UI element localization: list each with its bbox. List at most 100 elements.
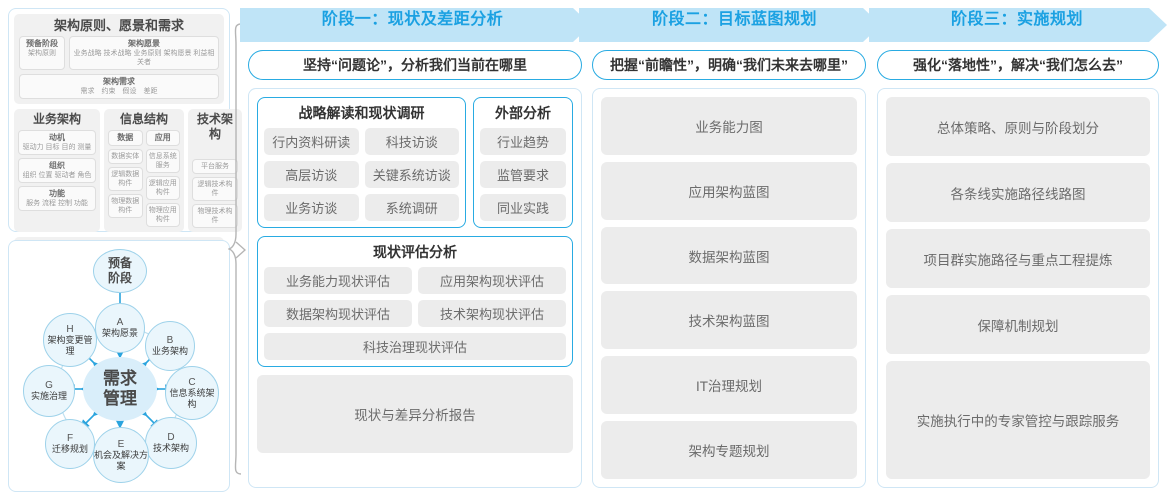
center-line1: 需求 — [103, 369, 137, 388]
adm-node-b[interactable]: B 业务架构 — [145, 321, 195, 371]
data-header-cell[interactable]: 数据 — [108, 130, 143, 146]
research-chip[interactable]: 科技访谈 — [364, 128, 459, 155]
assessment-chip[interactable]: 应用架构现状评估 — [418, 267, 566, 294]
assessment-chips: 业务能力现状评估 应用架构现状评估 数据架构现状评估 技术架构现状评估 科技治理… — [264, 267, 566, 360]
business-arch-item[interactable]: 功能 服务 流程 控制 功能 — [18, 186, 96, 211]
node-letter: D — [167, 432, 175, 443]
phase-1-column: 坚持“问题论”，分析我们当前在哪里 战略解读和现状调研 行内资料研读 科技访谈 … — [248, 50, 582, 488]
item-sub: 平台服务 — [201, 163, 229, 170]
information-structure-title: 信息结构 — [119, 112, 168, 126]
vision-sub: 业务战略 技术战略 业务原则 架构愿景 利益相关者 — [73, 50, 215, 66]
phase-2-chips: 业务能力图 应用架构蓝图 数据架构蓝图 技术架构蓝图 IT治理规划 架构专题规划 — [601, 97, 857, 479]
node-letter: G — [45, 380, 53, 391]
adm-node-h[interactable]: H 架构变更管理 — [43, 313, 97, 367]
adm-node-f[interactable]: F 迁移规划 — [45, 419, 95, 469]
phase-3-header: 阶段三：实施规划 — [950, 11, 1083, 28]
phase-2-chip[interactable]: 应用架构蓝图 — [601, 161, 857, 220]
phase-3-chip[interactable]: 保障机制规划 — [886, 295, 1150, 354]
tech-arch-item[interactable]: 平台服务 — [192, 159, 238, 174]
prep-stage-cell[interactable]: 预备阶段 架构原则 — [19, 36, 65, 70]
external-chip[interactable]: 监管要求 — [480, 161, 566, 188]
brace-connector — [228, 23, 246, 475]
business-arch-item[interactable]: 组织 组织 位置 驱动者 角色 — [18, 158, 96, 183]
adm-node-g[interactable]: G 实施治理 — [23, 365, 75, 417]
application-header-cell[interactable]: 应用 — [145, 130, 180, 146]
research-chip[interactable]: 关键系统访谈 — [364, 161, 459, 188]
architecture-domains-row: 业务架构 动机 驱动力 目标 目的 测量 组织 组织 位置 驱动者 角色 功能 — [14, 109, 242, 232]
data-item[interactable]: 数据实体 — [108, 149, 143, 164]
phase-2-chip[interactable]: IT治理规划 — [601, 356, 857, 415]
phase-3-column: 强化“落地性”，解决“我们怎么去” 总体策略、原则与阶段划分 各条线实施路径线路… — [877, 50, 1159, 488]
node-label: 技术架构 — [152, 443, 189, 453]
item-sub: 数据实体 — [111, 153, 140, 160]
assessment-chip[interactable]: 技术架构现状评估 — [418, 300, 566, 327]
research-chip[interactable]: 高层访谈 — [264, 161, 359, 188]
phase-2-chip[interactable]: 架构专题规划 — [601, 421, 857, 479]
research-chip[interactable]: 系统调研 — [364, 194, 459, 221]
technology-architecture-title: 技术架构 — [196, 112, 233, 141]
node-label: 机会及解决方案 — [94, 449, 149, 471]
information-structure-column: 信息结构 数据 数据实体 逻辑数据构件 — [104, 109, 184, 232]
node-label: 业务架构 — [151, 346, 188, 356]
phase-2-header: 阶段二：目标蓝图规划 — [651, 11, 817, 28]
adm-node-e[interactable]: E 机会及解决方案 — [93, 427, 149, 483]
assessment-title: 现状评估分析 — [373, 244, 457, 260]
research-chip[interactable]: 行内资料研读 — [264, 128, 359, 155]
item-title: 应用 — [154, 133, 171, 142]
adm-node-prep[interactable]: 预备 阶段 — [93, 249, 147, 293]
item-sub: 逻辑应用构件 — [148, 180, 177, 196]
research-chip[interactable]: 业务访谈 — [264, 194, 359, 221]
phase-1-body: 战略解读和现状调研 行内资料研读 科技访谈 高层访谈 关键系统访谈 业务访谈 系… — [248, 88, 582, 488]
item-title: 数据 — [117, 133, 134, 142]
phase-3-chip[interactable]: 实施执行中的专家管控与跟踪服务 — [886, 361, 1150, 479]
item-title: 动机 — [49, 133, 65, 142]
assessment-chip[interactable]: 业务能力现状评估 — [264, 267, 412, 294]
strategy-research-group: 战略解读和现状调研 行内资料研读 科技访谈 高层访谈 关键系统访谈 业务访谈 系… — [257, 97, 466, 228]
business-architecture-title: 业务架构 — [32, 112, 81, 126]
external-chip[interactable]: 行业趋势 — [480, 128, 566, 155]
adm-node-c[interactable]: C 信息系统架构 — [165, 366, 219, 420]
phase-3-subtitle: 强化“落地性”，解决“我们怎么去” — [877, 50, 1159, 80]
tech-arch-item[interactable]: 逻辑技术构件 — [192, 177, 238, 201]
phase-3-chip[interactable]: 各条线实施路径线路图 — [886, 163, 1150, 222]
application-item[interactable]: 信息系统服务 — [145, 149, 180, 173]
phase-2-chip[interactable]: 业务能力图 — [601, 97, 857, 155]
adm-node-d[interactable]: D 技术架构 — [145, 417, 197, 469]
left-column: 架构原则、愿景和需求 预备阶段 架构原则 架构愿景 业务战略 技术战略 业务原则… — [8, 8, 242, 492]
item-sub: 逻辑技术构件 — [197, 181, 233, 197]
phase-2-chip[interactable]: 技术架构蓝图 — [601, 291, 857, 350]
assessment-chip[interactable]: 数据架构现状评估 — [264, 300, 412, 327]
application-item[interactable]: 逻辑应用构件 — [145, 176, 180, 200]
technology-architecture-column: 技术架构 平台服务 逻辑技术构件 物理技术构件 — [188, 109, 242, 232]
item-sub: 组织 位置 驱动者 角色 — [22, 172, 92, 179]
assessment-chip[interactable]: 科技治理现状评估 — [264, 333, 566, 360]
application-item[interactable]: 物理应用构件 — [145, 203, 180, 227]
business-arch-item[interactable]: 动机 驱动力 目标 目的 测量 — [18, 130, 96, 155]
external-analysis-title: 外部分析 — [495, 105, 551, 121]
node-letter: E — [117, 438, 125, 450]
phase-2-chip[interactable]: 数据架构蓝图 — [601, 226, 857, 285]
phase-2-body: 业务能力图 应用架构蓝图 数据架构蓝图 技术架构蓝图 IT治理规划 架构专题规划 — [592, 88, 866, 488]
node-label: 迁移规划 — [51, 444, 88, 454]
node-label: 信息系统架构 — [169, 387, 215, 409]
item-sub: 驱动力 目标 目的 测量 — [22, 144, 92, 151]
prep-vision-row: 预备阶段 架构原则 架构愿景 业务战略 技术战略 业务原则 架构愿景 利益相关者 — [19, 36, 219, 70]
phase-3-chips: 总体策略、原则与阶段划分 各条线实施路径线路图 项目群实施路径与重点工程提炼 保… — [886, 97, 1150, 479]
item-title: 功能 — [49, 189, 65, 198]
adm-cycle-panel: 预备 阶段 需求 管理 A 架构愿景 B 业务架构 C 信息系统架构 — [8, 240, 230, 492]
architecture-requirements-cell[interactable]: 架构需求 需求 约束 假设 差距 — [19, 74, 219, 99]
data-item[interactable]: 逻辑数据构件 — [108, 167, 143, 191]
external-chip[interactable]: 同业实践 — [480, 194, 566, 221]
gap-analysis-report-chip[interactable]: 现状与差异分析报告 — [257, 375, 573, 453]
phase-3-chip[interactable]: 项目群实施路径与重点工程提炼 — [886, 229, 1150, 288]
phase-3-chip[interactable]: 总体策略、原则与阶段划分 — [886, 97, 1150, 156]
prep-line2: 阶段 — [107, 271, 132, 285]
tech-arch-item[interactable]: 物理技术构件 — [192, 204, 238, 228]
adm-node-center[interactable]: 需求 管理 — [83, 357, 157, 421]
data-subcolumn: 数据 数据实体 逻辑数据构件 物理数据构件 — [108, 130, 143, 227]
phase-3-body: 总体策略、原则与阶段划分 各条线实施路径线路图 项目群实施路径与重点工程提炼 保… — [877, 88, 1159, 488]
adm-node-a[interactable]: A 架构愿景 — [95, 303, 145, 353]
data-item[interactable]: 物理数据构件 — [108, 194, 143, 218]
architecture-vision-cell[interactable]: 架构愿景 业务战略 技术战略 业务原则 架构愿景 利益相关者 — [69, 36, 219, 70]
